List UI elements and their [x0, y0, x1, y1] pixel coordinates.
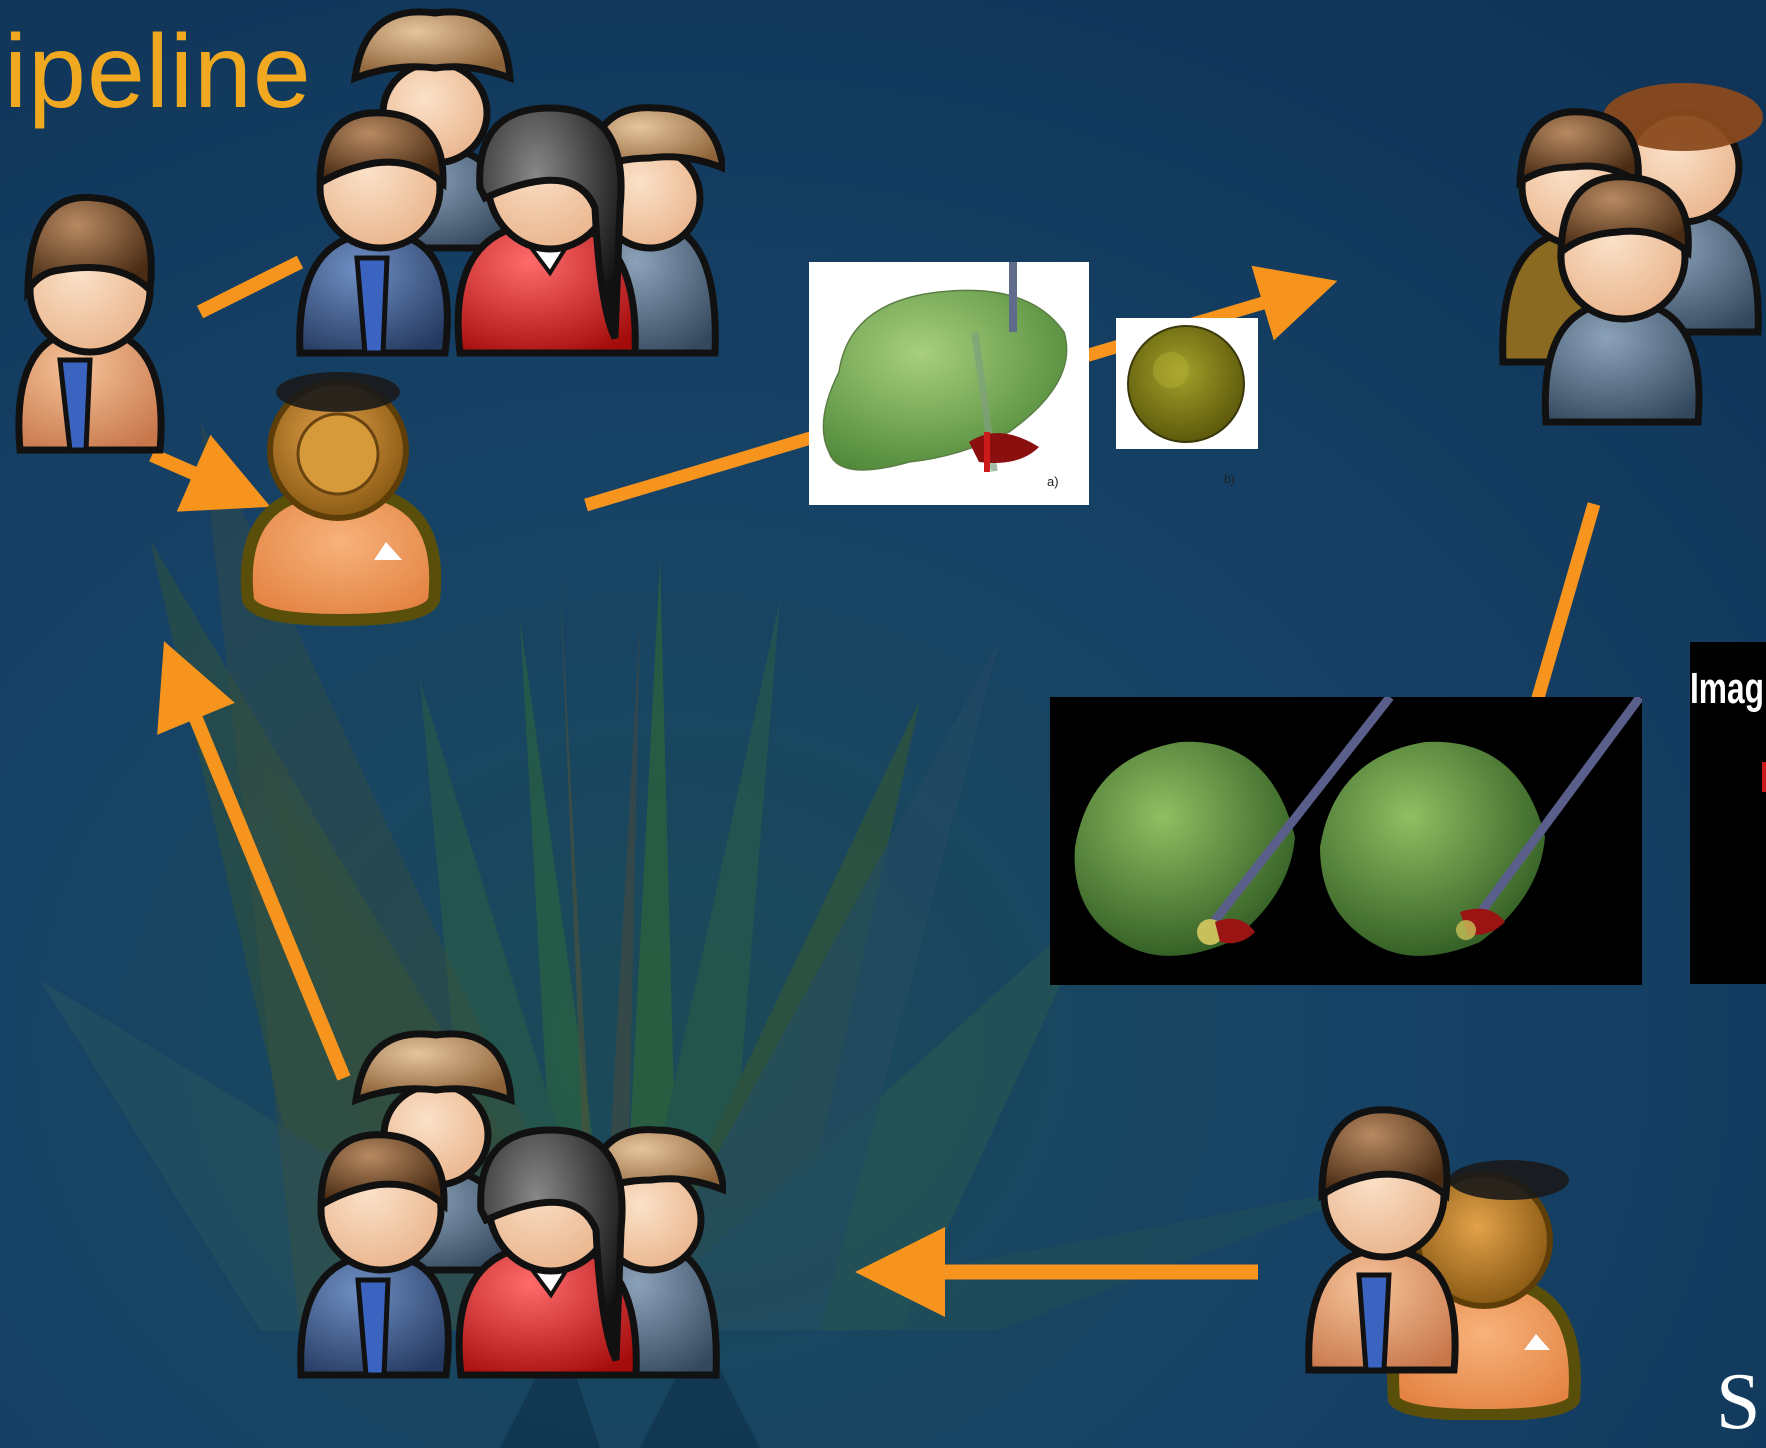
group-member-woman — [455, 1126, 640, 1379]
blurred-hair — [1603, 83, 1763, 151]
ablation-zone-image — [1127, 325, 1245, 443]
group-member-front — [1541, 173, 1703, 426]
slide-title: ipeline — [4, 14, 312, 130]
rendered-liver-pair-image — [1074, 694, 1644, 956]
group-member-generic — [1387, 1160, 1581, 1420]
group-member-tie — [1305, 1106, 1459, 1374]
render-pair-figure — [1050, 694, 1644, 985]
blurred-hair — [276, 372, 400, 412]
logo-mark: S — [1716, 1358, 1761, 1446]
arrow-up-left — [157, 641, 351, 1081]
liver-model-image — [822, 262, 1068, 472]
group-icon — [297, 1030, 726, 1379]
blurred-hair — [1449, 1160, 1569, 1200]
person-icon — [240, 372, 442, 627]
person-icon — [15, 193, 165, 454]
group-member-front — [297, 1131, 452, 1379]
group-member-woman — [454, 104, 639, 357]
arrow-connector-top — [196, 255, 304, 319]
image-panel-label: Imag — [1690, 664, 1764, 713]
ablation-zone-figure — [1116, 318, 1258, 449]
group-member-front — [296, 109, 451, 357]
figure-caption-a: a) — [1047, 474, 1059, 489]
figure-caption-b: b) — [1224, 472, 1235, 486]
group-icon — [296, 8, 725, 357]
arrow-to-person — [149, 434, 271, 512]
image-panel-mark — [1762, 762, 1766, 792]
image-panel-figure: Imag — [1690, 642, 1766, 984]
group-icon — [1499, 83, 1763, 426]
group-icon — [1305, 1106, 1581, 1420]
liver-needle-figure: a) — [809, 262, 1089, 505]
